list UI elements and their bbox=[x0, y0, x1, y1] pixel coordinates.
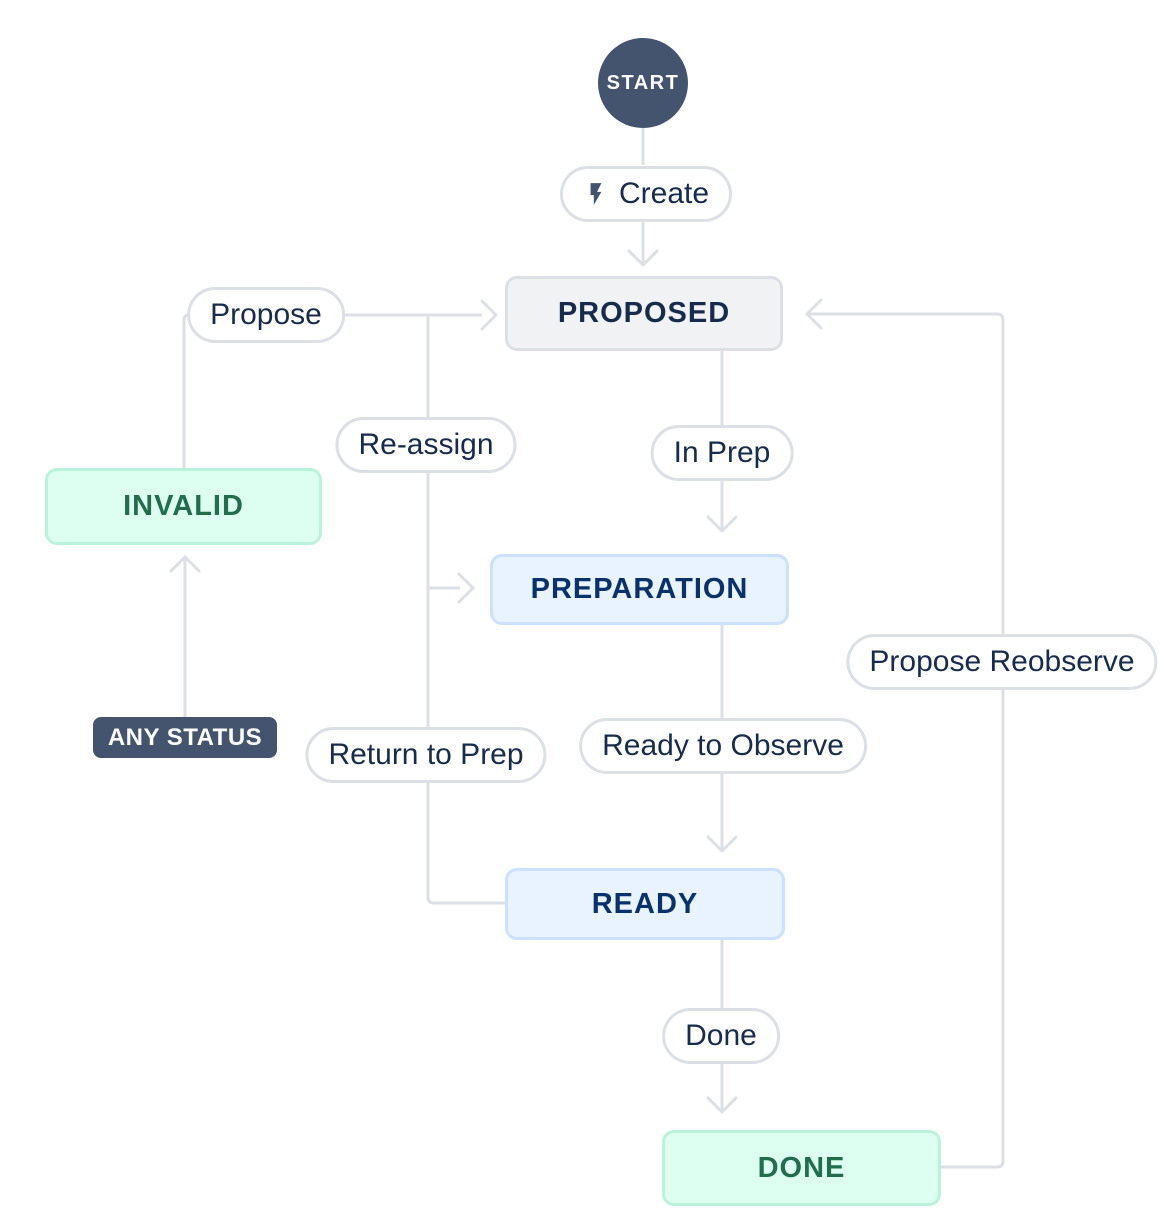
status-preparation[interactable]: PREPARATION bbox=[490, 554, 789, 625]
transition-label: Create bbox=[618, 177, 710, 210]
transition-label: Propose bbox=[210, 298, 322, 331]
transition-in-prep[interactable]: In Prep bbox=[650, 425, 794, 481]
transition-label: Re-assign bbox=[358, 428, 494, 461]
transition-label: Return to Prep bbox=[328, 738, 524, 771]
start-label: START bbox=[606, 71, 680, 94]
status-done[interactable]: DONE bbox=[662, 1130, 941, 1206]
status-label: PREPARATION bbox=[530, 573, 749, 605]
lightning-bolt-icon bbox=[583, 181, 609, 207]
transition-label: Propose Reobserve bbox=[869, 645, 1135, 678]
any-status-label: ANY STATUS bbox=[107, 723, 263, 751]
transition-ready-to-observe[interactable]: Ready to Observe bbox=[579, 718, 867, 774]
status-any-status: ANY STATUS bbox=[93, 717, 277, 758]
status-label: READY bbox=[591, 887, 699, 920]
status-proposed[interactable]: PROPOSED bbox=[505, 276, 783, 351]
status-label: DONE bbox=[757, 1151, 846, 1184]
transition-create[interactable]: Create bbox=[559, 166, 733, 222]
status-invalid[interactable]: INVALID bbox=[45, 468, 322, 545]
start-node: START bbox=[598, 38, 688, 128]
transition-propose-reobserve[interactable]: Propose Reobserve bbox=[846, 634, 1158, 690]
transition-label: Done bbox=[685, 1019, 757, 1052]
transition-done[interactable]: Done bbox=[662, 1008, 780, 1064]
transition-label: Ready to Observe bbox=[602, 729, 844, 762]
transition-re-assign[interactable]: Re-assign bbox=[335, 417, 517, 473]
transition-return-to-prep[interactable]: Return to Prep bbox=[305, 727, 547, 783]
status-label: PROPOSED bbox=[557, 297, 731, 329]
status-label: INVALID bbox=[123, 490, 244, 522]
transition-label: In Prep bbox=[673, 436, 771, 469]
status-ready[interactable]: READY bbox=[505, 868, 785, 940]
transition-propose[interactable]: Propose bbox=[187, 287, 345, 343]
